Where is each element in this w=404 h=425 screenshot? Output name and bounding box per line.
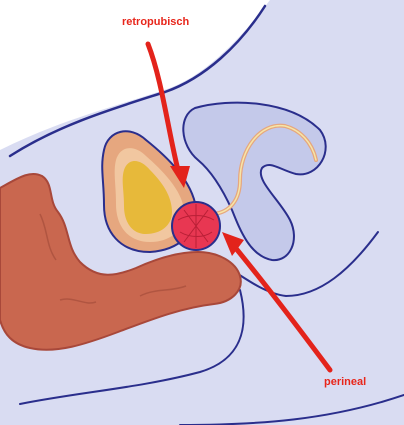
label-perineal: perineal xyxy=(324,377,366,388)
label-retropubic: retropubisch xyxy=(122,17,189,28)
